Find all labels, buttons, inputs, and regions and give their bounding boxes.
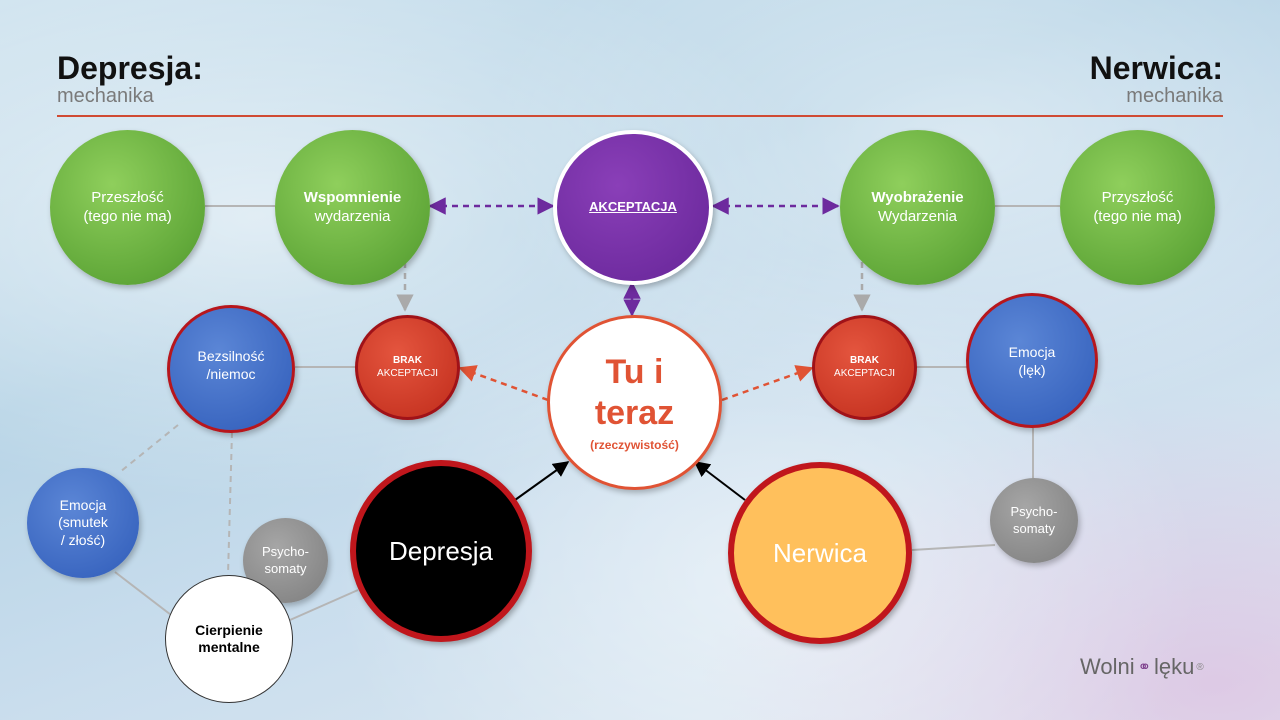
- wyobrazenie-line2: Wydarzenia: [877, 207, 958, 225]
- node-emocja-smutek: Emocja (smutek / złość): [27, 468, 139, 578]
- cierpienie-line2: mentalne: [198, 639, 260, 655]
- node-brak-left: BRAK AKCEPTACJI: [355, 315, 460, 420]
- psycho-right-line2: somaty: [1013, 520, 1055, 536]
- tu-i-teraz-line2: teraz: [594, 394, 675, 432]
- node-brak-right: BRAK AKCEPTACJI: [812, 315, 917, 420]
- brak-right-line2: AKCEPTACJI: [834, 367, 895, 379]
- node-wspomnienie: Wspomnienie wydarzenia: [275, 130, 430, 285]
- left-title: Depresja:: [57, 50, 203, 86]
- link-nerwica-psycho: [911, 544, 996, 551]
- broken-chain-icon: ⚭: [1137, 659, 1152, 676]
- tu-i-teraz-line3: (rzeczywistość): [590, 437, 679, 452]
- node-emocja-lek: Emocja (lęk): [966, 293, 1098, 428]
- node-nerwica: Nerwica: [728, 462, 912, 644]
- brak-left-line2: AKCEPTACJI: [377, 367, 438, 379]
- emocja-lek-line1: Emocja: [1008, 344, 1056, 360]
- bezsilnosc-line2: /niemoc: [206, 365, 256, 382]
- node-tu-i-teraz: Tu i teraz (rzeczywistość): [547, 315, 722, 490]
- przeszlosc-line1: Przeszłość: [91, 188, 164, 206]
- node-przeszlosc: Przeszłość (tego nie ma): [50, 130, 205, 285]
- node-depresja: Depresja: [350, 460, 532, 642]
- emocja-smutek-line2: (smutek: [58, 514, 108, 531]
- psycho-left-line1: Psycho-: [262, 544, 309, 560]
- left-subtitle: mechanika: [57, 85, 154, 107]
- header-left: Depresja: mechanika: [57, 52, 203, 106]
- node-psycho-right: Psycho- somaty: [990, 478, 1078, 563]
- bezsilnosc-line1: Bezsilność: [197, 348, 265, 364]
- link-smutek-cierpienie: [114, 571, 176, 619]
- right-title: Nerwica:: [1089, 50, 1223, 86]
- przyszlosc-line2: (tego nie ma): [1093, 207, 1182, 225]
- przeszlosc-line2: (tego nie ma): [83, 207, 172, 225]
- right-subtitle: mechanika: [1126, 85, 1223, 107]
- node-bezsilnosc: Bezsilność /niemoc: [167, 305, 295, 433]
- arrow-depresja-tuiteraz: [514, 461, 570, 501]
- logo-text-1: Wolni: [1080, 654, 1135, 679]
- arrow-nerwica-tuiteraz: [693, 461, 746, 501]
- node-akceptacja: AKCEPTACJA: [553, 130, 713, 285]
- emocja-lek-line2: (lęk): [1018, 361, 1046, 378]
- link-bezsilnosc-smutek: [119, 424, 179, 473]
- logo-text-2: lęku: [1154, 654, 1195, 679]
- link-cierpienie-depresja: [289, 589, 359, 621]
- arrow-tuiteraz-brak-right: [721, 365, 814, 402]
- emocja-smutek-line3: / złość): [60, 531, 106, 548]
- brak-left-line1: BRAK: [393, 355, 422, 366]
- header-right: Nerwica: mechanika: [1090, 52, 1223, 106]
- cierpienie-line1: Cierpienie: [195, 621, 263, 638]
- psycho-left-line2: somaty: [264, 560, 307, 576]
- link-bezsilnosc-cierpienie: [227, 431, 233, 576]
- arrow-tuiteraz-brak-left: [458, 365, 549, 402]
- depresja-label: Depresja: [388, 535, 494, 566]
- node-cierpienie: Cierpienie mentalne: [165, 575, 293, 703]
- brak-right-line1: BRAK: [850, 355, 879, 366]
- node-wyobrazenie: Wyobrażenie Wydarzenia: [840, 130, 995, 285]
- nerwica-label: Nerwica: [773, 537, 867, 568]
- tu-i-teraz-line1: Tu i: [605, 353, 664, 392]
- emocja-smutek-line1: Emocja: [59, 496, 107, 513]
- akceptacja-label: AKCEPTACJA: [589, 199, 677, 215]
- node-przyszlosc: Przyszłość (tego nie ma): [1060, 130, 1215, 285]
- wspomnienie-line2: wydarzenia: [314, 207, 391, 225]
- psycho-right-line1: Psycho-: [1010, 504, 1058, 520]
- brand-logo: Wolni ⚭ lęku ®: [1080, 654, 1204, 680]
- header-divider: [57, 115, 1223, 117]
- registered-mark: ®: [1196, 661, 1204, 673]
- przyszlosc-line1: Przyszłość: [1101, 188, 1174, 206]
- wyobrazenie-line1: Wyobrażenie: [871, 188, 964, 206]
- wspomnienie-line1: Wspomnienie: [303, 188, 402, 206]
